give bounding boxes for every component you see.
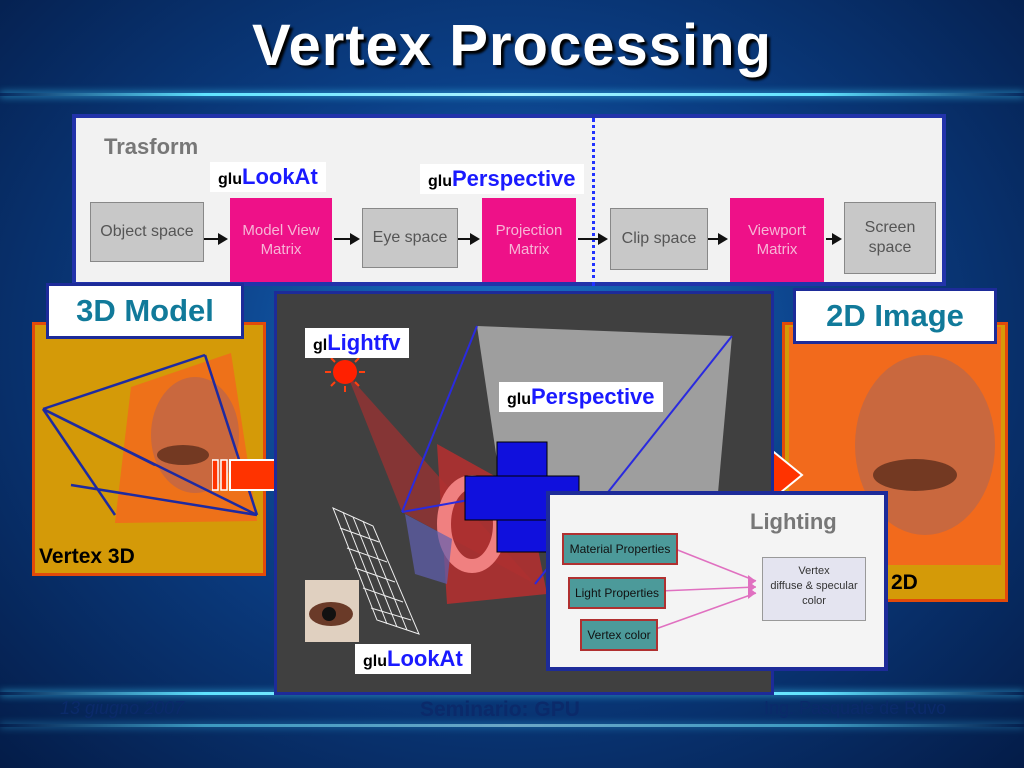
top-light-band [0,93,1024,96]
bottom-light-band-2 [0,724,1024,727]
scene-lookat-name: LookAt [387,646,463,671]
image-2d-header: 2D Image [793,288,997,344]
scene-perspective-prefix: glu [507,391,531,408]
lightfv-call-label: glLightfv [305,328,409,358]
lighting-title: Lighting [750,509,837,534]
stage-viewport-matrix: Viewport Matrix [730,198,824,282]
scene-perspective-call-label: gluPerspective [499,382,663,412]
perspective-name: Perspective [452,166,576,191]
scene-lookat-call-label: gluLookAt [355,644,471,674]
stage-object-space: Object space [90,202,204,262]
pipeline-arrow [204,233,228,245]
lighting-arrows [649,546,757,632]
model-3d-header: 3D Model [46,283,244,339]
light-properties-box: Light Properties [568,577,666,609]
clip-divider [592,118,595,286]
lighting-panel: Lighting Material Properties Light Prope… [546,491,888,671]
slide-title: Vertex Processing [252,13,772,78]
stage-projection-matrix: Projection Matrix [482,198,576,282]
stage-model-view-matrix: Model View Matrix [230,198,332,282]
pipeline-arrow [708,233,728,245]
lightfv-prefix: gl [313,337,328,354]
lookat-name: LookAt [242,164,318,189]
camera-light-scene-illustration [305,325,733,642]
vertex-3d-caption: Vertex 3D [39,545,135,568]
transform-label: Trasform [104,134,199,159]
material-properties-box: Material Properties [562,533,678,565]
stage-eye-space: Eye space [362,208,458,268]
pipeline-arrow [826,233,842,245]
vertex-output-box: Vertex diffuse & specular color [762,557,866,621]
footer-author: Ing. Pasquale de Ruvo [764,698,947,718]
lookat-prefix: glu [218,171,242,188]
footer-date: 13 giugno 2007 [60,698,185,718]
perspective-call-label: gluPerspective [420,164,584,194]
vertex-color-box: Vertex color [580,619,658,651]
scene-perspective-name: Perspective [531,384,655,409]
footer-center: Seminario: GPU [420,698,580,721]
stage-clip-space: Clip space [610,208,708,270]
lightfv-name: Lightfv [327,330,401,355]
stage-screen-space: Screen space [844,202,936,274]
pipeline-arrow [458,233,480,245]
pipeline-arrow [334,233,360,245]
image-2d-caption: 2D [891,571,918,594]
transform-pipeline-panel: Trasform Object space Model View Matrix … [72,114,946,286]
perspective-prefix: glu [428,173,452,190]
scene-lookat-prefix: glu [363,653,387,670]
rendered-head-illustration [789,327,1001,565]
pipeline-arrow [578,233,608,245]
lookat-call-label: gluLookAt [210,162,326,192]
